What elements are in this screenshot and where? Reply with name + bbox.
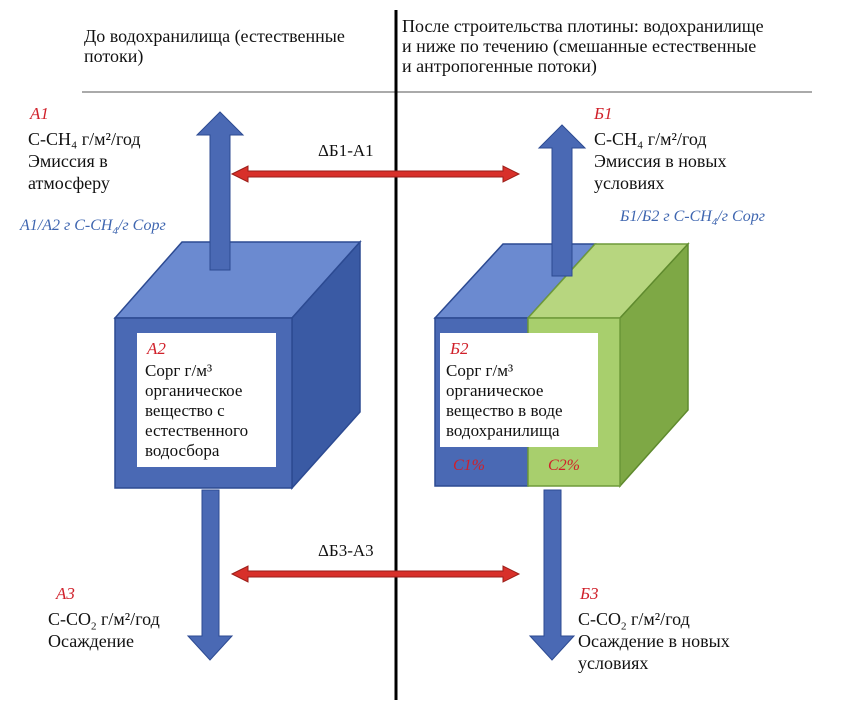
right-down-arrow [528, 489, 576, 661]
label-b3: Б3 [580, 584, 599, 603]
label-a3: А3 [56, 584, 75, 603]
c1-label: С1% [453, 457, 485, 474]
left-down-arrow [186, 489, 234, 661]
b1-description: С-СН₄ г/м²/год Эмиссия в новых условиях [594, 129, 727, 193]
a3-line2: Осаждение [48, 631, 135, 651]
left-box-panel: А2 Сорг г/м³ органическое вещество с ест… [137, 333, 276, 467]
a2-description: Сорг г/м³ органическое вещество с естест… [145, 361, 249, 460]
right-up-arrow [537, 124, 587, 277]
b3-line1: С-СО2 г/м²/год [578, 609, 690, 633]
delta-top-label: ΔБ1-А1 [318, 141, 374, 160]
delta-top-arrow [230, 165, 521, 183]
right-box-panel: Б2 Сорг г/м³ органическое вещество в вод… [440, 333, 598, 447]
a3-line1: С-СО2 г/м²/год [48, 609, 160, 633]
b2-description: Сорг г/м³ органическое вещество в воде в… [446, 361, 563, 440]
label-b2: Б2 [450, 339, 469, 358]
left-up-arrow [195, 111, 245, 271]
a1-description: С-СН₄ г/м²/год Эмиссия в атмосферу [28, 129, 141, 193]
label-b1: Б1 [594, 104, 613, 123]
header-right: После строительства плотины: водохранили… [402, 16, 764, 76]
delta-bottom-label: ΔБ3-А3 [318, 541, 374, 560]
label-a1: А1 [30, 104, 49, 123]
b1-b2-ratio: Б1/Б2 г С-СН4/г Сорг [620, 208, 766, 229]
c2-label: С2% [548, 457, 580, 474]
b3-line2: Осаждение в новых условиях [578, 631, 730, 673]
a1-a2-ratio: А1/А2 г С-СН4/г Сорг [20, 217, 166, 238]
header-left: До водохранилища (естественные потоки) [84, 26, 345, 66]
label-a2: А2 [147, 339, 166, 358]
delta-bottom-arrow [230, 565, 521, 583]
